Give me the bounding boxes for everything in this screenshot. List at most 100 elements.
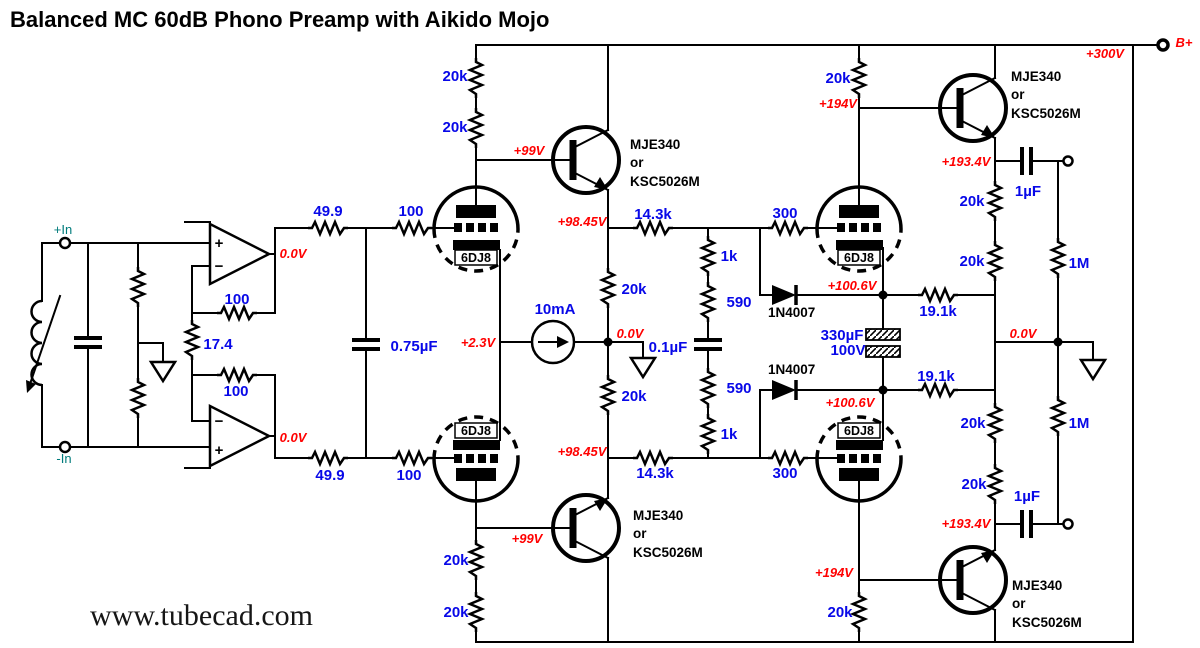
voltage-100.6v-top: +100.6V [828, 278, 878, 293]
label-b-plus: B+ [1176, 35, 1193, 50]
terminal-in-pos [58, 236, 72, 250]
svg-text:MJE340: MJE340 [1011, 69, 1061, 84]
ground-icon [148, 360, 178, 384]
resistor-19.1k-bottom [916, 382, 960, 398]
value-590-bottom: 590 [726, 380, 751, 397]
label-transistor-q2: MJE340 or KSC5026M [633, 508, 703, 560]
moving-coil-cartridge [26, 294, 62, 393]
svg-text:MJE340: MJE340 [1012, 578, 1062, 593]
voltage-99v-bottom: +99V [512, 531, 544, 546]
resistor-1k-bottom [700, 412, 716, 456]
terminal-out-bottom [1062, 518, 1074, 530]
resistor-49.9-top [306, 220, 350, 236]
value-19.1k-top: 19.1k [919, 303, 957, 320]
value-1m-top: 1M [1069, 255, 1090, 272]
value-300-top: 300 [772, 205, 797, 222]
label-transistor-q4: MJE340 or KSC5026M [1012, 578, 1082, 630]
emitter-arrow-icon [981, 550, 995, 563]
value-14.3k-bottom: 14.3k [636, 465, 674, 482]
value-49.9-top: 49.9 [313, 203, 342, 220]
input-cap [74, 336, 102, 349]
junction-dot [1053, 337, 1063, 347]
value-20k-tl1: 20k [442, 68, 468, 85]
terminal-in-neg [58, 440, 72, 454]
transistor-q4 [938, 545, 1008, 615]
diodes [772, 285, 798, 400]
cap-0.75uf [352, 338, 380, 351]
resistor-20k-ll2 [468, 590, 484, 634]
page-title: Balanced MC 60dB Phono Preamp with Aikid… [10, 7, 549, 32]
value-300-bottom: 300 [772, 465, 797, 482]
value-0.1uf: 0.1µF [649, 339, 688, 356]
tube-6dj8-aikido-bottom: 6DJ8 [815, 415, 903, 503]
cap-1uf-bottom [1020, 510, 1033, 538]
resistor-input-divider-bottom [130, 376, 146, 420]
emitter-arrow-icon [594, 177, 608, 190]
value-14.3k-top: 14.3k [634, 206, 672, 223]
svg-text:or: or [1011, 87, 1025, 102]
resistors [130, 56, 1066, 634]
value-19.1k-bottom: 19.1k [917, 368, 955, 385]
resistor-590-bottom [700, 366, 716, 410]
svg-text:or: or [1012, 596, 1026, 611]
voltage-right-0v: 0.0V [1010, 326, 1038, 341]
value-20k-center-up: 20k [621, 281, 647, 298]
voltage-98.45v-top: +98.45V [558, 214, 608, 229]
label-1n4007-bottom: 1N4007 [768, 362, 815, 377]
cap-330uf-electrolytic [865, 328, 901, 358]
diode-1n4007-bottom [772, 380, 798, 400]
labels: Balanced MC 60dB Phono Preamp with Aikid… [10, 7, 1193, 632]
current-arrow-icon [557, 336, 569, 348]
value-100-grid-bottom: 100 [396, 467, 421, 484]
svg-text:or: or [633, 526, 647, 541]
label-in-pos: +In [54, 222, 72, 237]
resistor-20k-tl1 [468, 56, 484, 100]
value-1m-bottom: 1M [1069, 415, 1090, 432]
terminals [58, 38, 1170, 530]
resistor-590-top [700, 280, 716, 324]
voltage-100.6v-bottom: +100.6V [826, 395, 876, 410]
value-20k-r4: 20k [961, 476, 987, 493]
terminal-b-plus [1156, 38, 1170, 52]
resistor-20k-lr [851, 590, 867, 634]
tube-label: 6DJ8 [461, 424, 491, 438]
tube-6dj8-input-bottom: 6DJ8 [432, 415, 520, 503]
ground-icon [628, 356, 658, 380]
voltage-98.45v-bottom: +98.45V [558, 444, 608, 459]
value-gain-17.4: 17.4 [203, 336, 233, 353]
value-100-grid-top: 100 [398, 203, 423, 220]
resistor-1m-bottom [1050, 394, 1066, 438]
voltage-194v-bottom: +194V [815, 565, 854, 580]
ground-symbols [148, 356, 1108, 384]
diode-1n4007-top [772, 285, 798, 305]
resistor-19.1k-top [916, 287, 960, 303]
label-transistor-q1: MJE340 or KSC5026M [630, 137, 700, 189]
voltage-193.4v-bottom: +193.4V [942, 516, 992, 531]
opamp-plus-sign: + [215, 235, 224, 252]
resistor-1m-top [1050, 236, 1066, 280]
voltage-opamp-top: 0.0V [280, 246, 308, 261]
transistor-q2 [551, 493, 621, 563]
resistor-20k-tr [851, 56, 867, 100]
cap-1uf-top [1020, 147, 1033, 175]
svg-text:KSC5026M: KSC5026M [1012, 615, 1082, 630]
label-transistor-q3: MJE340 or KSC5026M [1011, 69, 1081, 121]
cap-0.1uf [694, 338, 722, 351]
tube-label: 6DJ8 [844, 424, 874, 438]
resistor-input-divider-top [130, 265, 146, 309]
transistor-q1 [551, 125, 621, 195]
label-supply-300v: +300V [1086, 46, 1125, 61]
resistor-gain [184, 318, 200, 362]
resistor-fb-top [215, 305, 259, 321]
junction-dot [603, 337, 613, 347]
value-fb-top: 100 [224, 291, 249, 308]
capacitors [74, 147, 1033, 538]
value-0.75uf: 0.75µF [391, 338, 438, 355]
resistor-20k-r3 [987, 401, 1003, 445]
terminal-out-top [1062, 155, 1074, 167]
tube-6dj8-aikido-top: 6DJ8 [815, 185, 903, 273]
svg-text:KSC5026M: KSC5026M [633, 545, 703, 560]
resistor-14.3k-bottom [631, 450, 675, 466]
voltage-2.3v: +2.3V [461, 335, 497, 350]
